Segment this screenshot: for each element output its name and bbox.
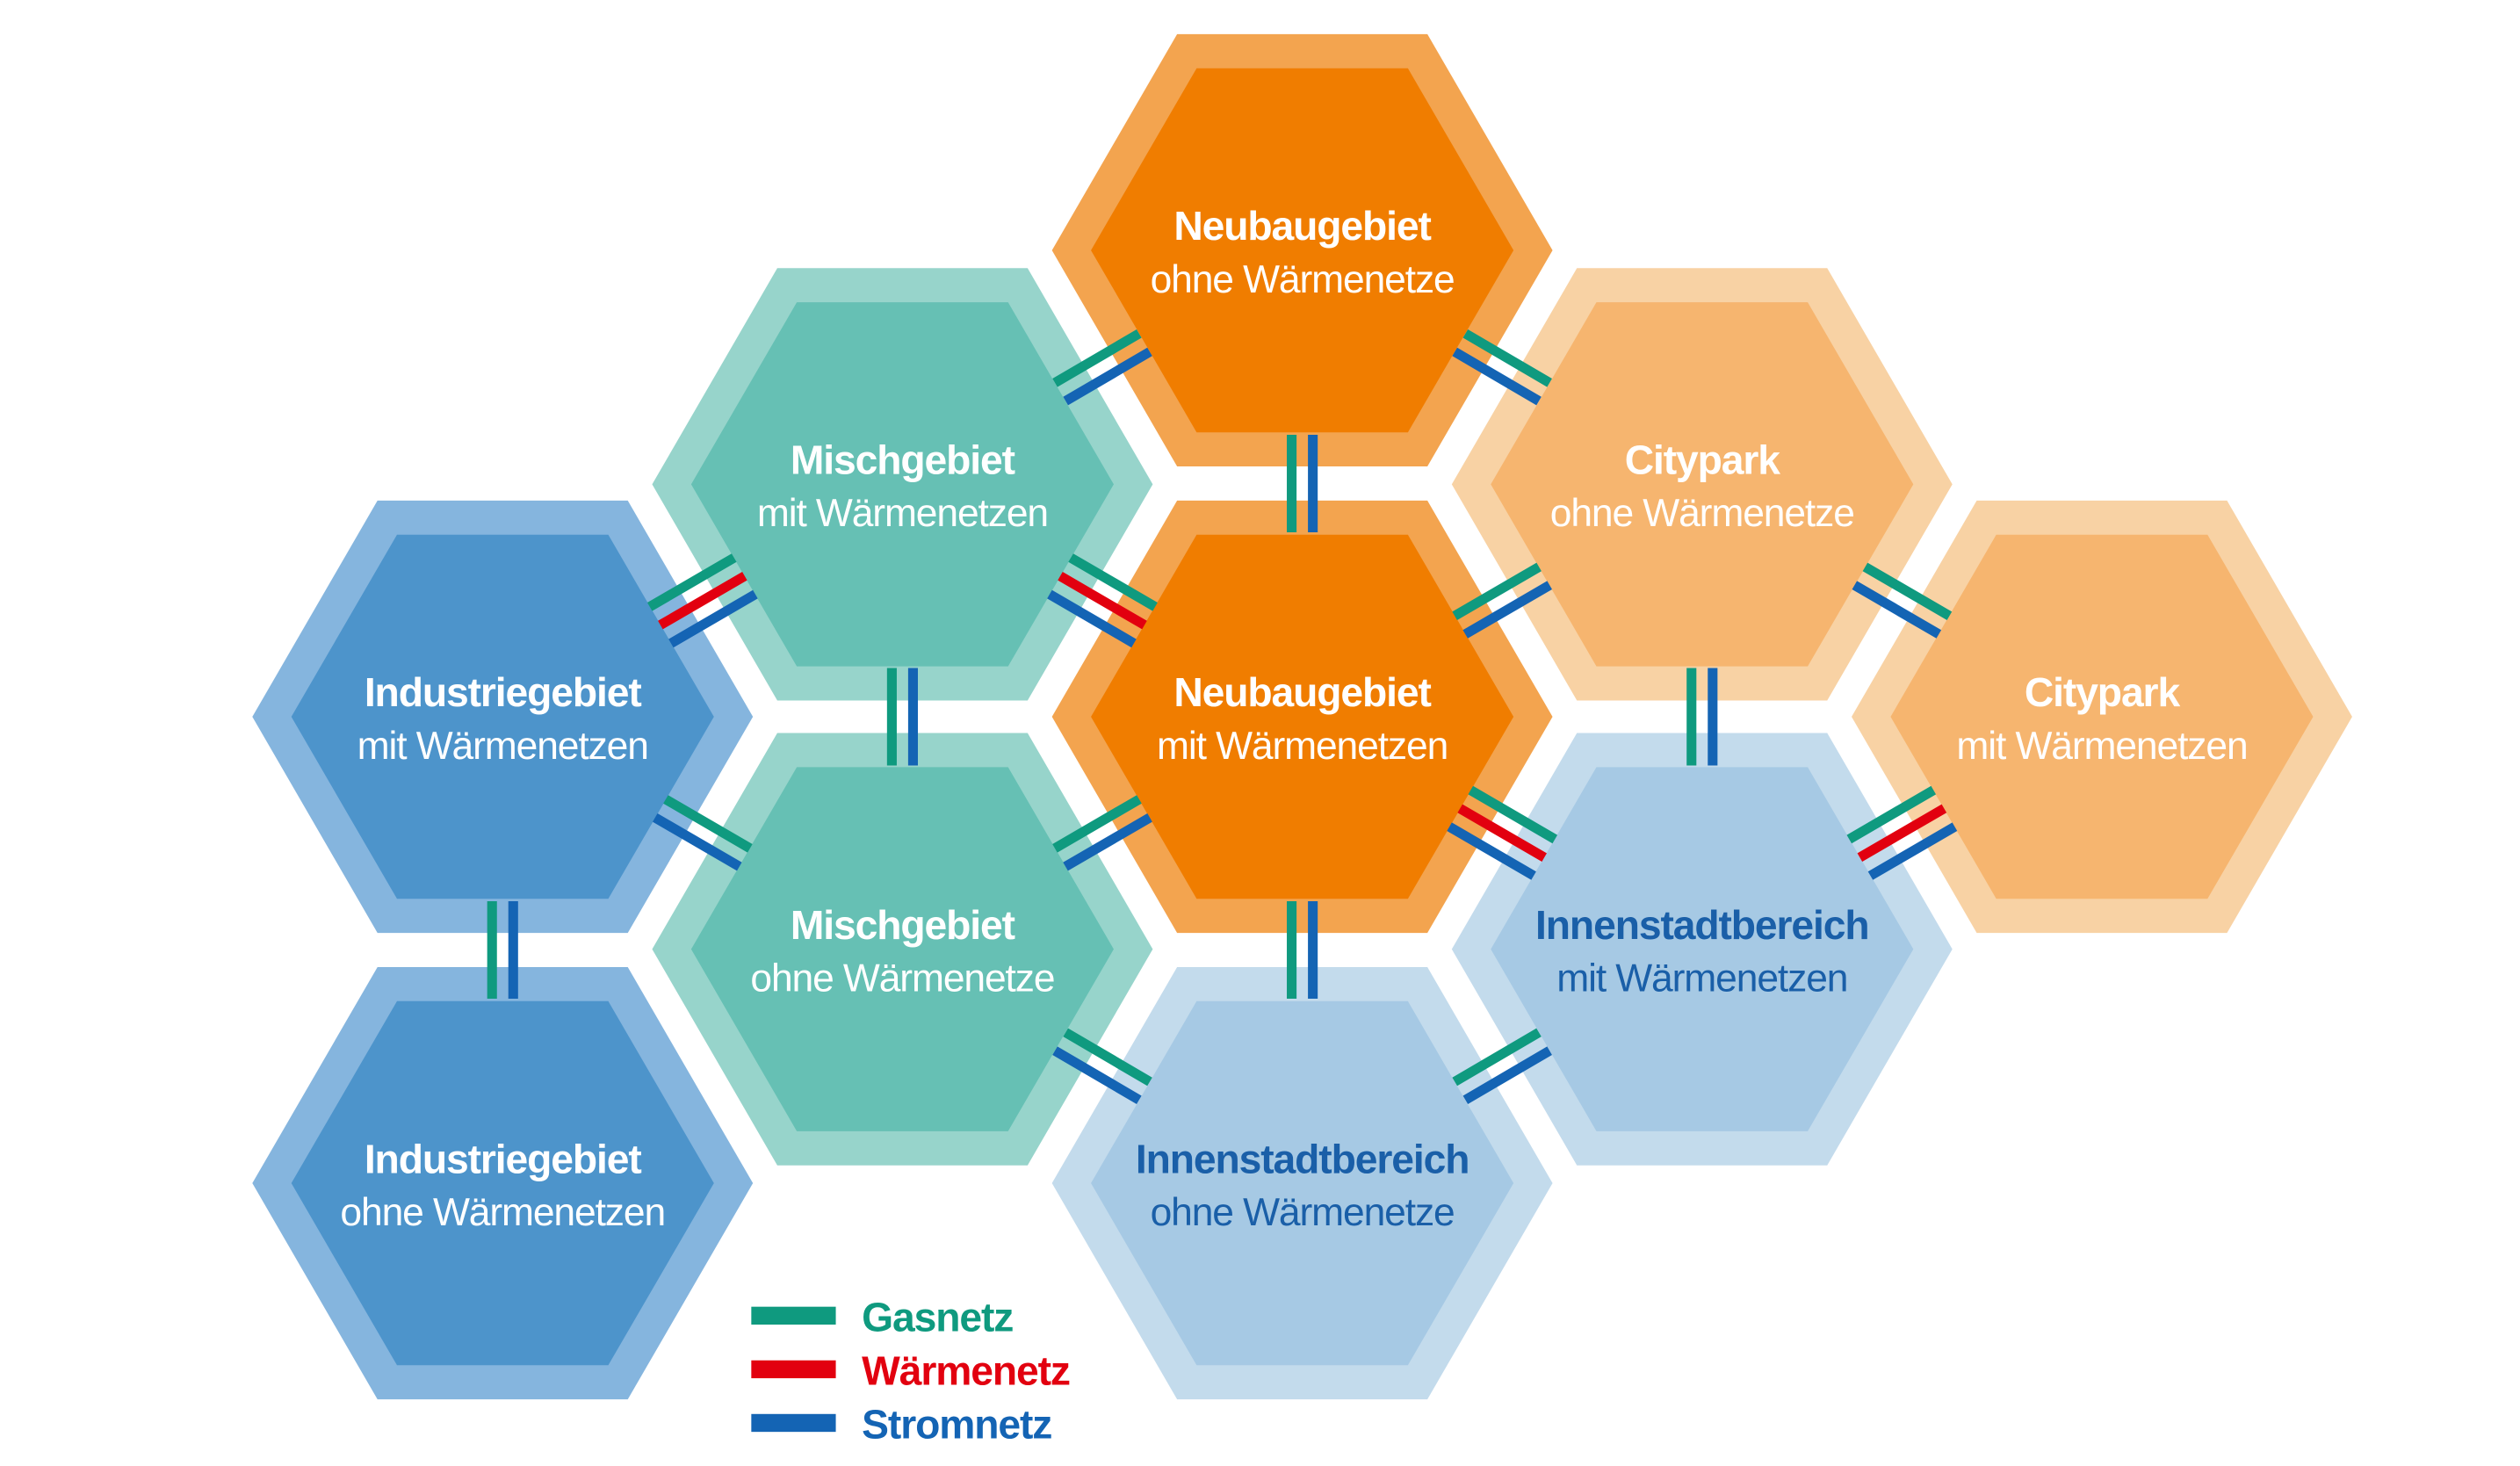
strom-line <box>1462 581 1553 639</box>
area-hexagons <box>252 33 2352 1400</box>
connection-innenstadt-mit-citypark-mit <box>1846 785 1958 880</box>
connection-misch-mit-neubau-ohne <box>1052 329 1152 406</box>
connection-misch-ohne-neubau-mit <box>1052 795 1152 871</box>
connection-misch-ohne-innenstadt-ohne <box>1052 1028 1152 1105</box>
gas-line <box>1052 329 1142 387</box>
strom-line <box>1447 822 1536 880</box>
area-subtitle: mit Wärmenetzen <box>757 492 1048 535</box>
hex-inner <box>1091 534 1514 899</box>
area-subtitle: mit Wärmenetzen <box>357 725 648 768</box>
strom-line <box>668 589 758 648</box>
gas-line <box>1468 785 1558 844</box>
legend: Gasnetz Wärmenetz Stromnetz <box>751 1294 1071 1448</box>
gas-line <box>646 553 737 611</box>
area-citypark-ohne <box>1451 268 1953 701</box>
hex-inner <box>291 1000 714 1366</box>
connection-citypark-ohne-innenstadt-mit <box>1686 668 1718 766</box>
connection-innenstadt-ohne-innenstadt-mit <box>1452 1028 1552 1105</box>
hex-inner <box>1491 767 1914 1131</box>
gas-line <box>1452 1028 1542 1087</box>
area-subtitle: mit Wärmenetzen <box>1556 957 1847 1000</box>
area-industrie-mit <box>252 500 754 934</box>
strom-line <box>1462 1046 1552 1105</box>
legend-label-gas: Gasnetz <box>862 1294 1013 1340</box>
legend-label-strom: Stromnetz <box>862 1402 1051 1448</box>
area-subtitle: mit Wärmenetzen <box>1157 725 1448 768</box>
strom-line <box>1452 347 1542 406</box>
connection-neubau-mit-innenstadt-ohne <box>1287 901 1318 1000</box>
strom-line <box>1852 581 1942 639</box>
strom-line <box>1052 1046 1142 1105</box>
gas-line <box>1063 1028 1152 1087</box>
connection-neubau-mit-citypark-ohne <box>1452 562 1553 639</box>
area-title: Citypark <box>1625 437 1781 483</box>
area-subtitle: ohne Wärmenetze <box>1151 1191 1455 1234</box>
legend-swatch-gas <box>751 1306 836 1325</box>
hex-inner <box>690 767 1114 1131</box>
hex-inner <box>1091 68 1514 433</box>
area-subtitle: ohne Wärmenetze <box>1151 258 1455 301</box>
area-title: Neubaugebiet <box>1173 203 1431 249</box>
area-neubau-mit <box>1051 500 1553 934</box>
connection-neubau-mit-innenstadt-mit <box>1447 785 1558 880</box>
strom-line <box>1047 589 1137 648</box>
area-misch-mit <box>652 268 1153 701</box>
strom-line <box>1063 812 1152 871</box>
area-title: Industriegebiet <box>365 669 642 715</box>
strom-line <box>1867 822 1958 880</box>
waerme-line <box>1857 804 1947 862</box>
area-title: Citypark <box>2025 669 2181 715</box>
area-subtitle: ohne Wärmenetzen <box>340 1191 665 1234</box>
area-title: Innenstadtbereich <box>1535 902 1868 948</box>
network-connections <box>487 329 1958 1105</box>
connection-citypark-ohne-citypark-mit <box>1852 562 1953 639</box>
area-neubau-ohne <box>1051 33 1553 467</box>
legend-swatch-waerme <box>751 1360 836 1379</box>
area-title: Mischgebiet <box>791 902 1015 948</box>
connection-industrie-mit-industrie-ohne <box>487 901 518 1000</box>
gas-line <box>1052 795 1142 853</box>
strom-line <box>653 812 742 871</box>
connection-industrie-mit-misch-mit <box>646 553 758 648</box>
connection-neubau-ohne-citypark-ohne <box>1452 329 1552 406</box>
waerme-line <box>658 572 747 630</box>
waerme-line <box>1058 572 1147 630</box>
area-title: Mischgebiet <box>791 437 1015 483</box>
gas-line <box>1068 553 1158 611</box>
area-subtitle: ohne Wärmenetze <box>1550 492 1854 535</box>
area-subtitle: mit Wärmenetzen <box>1956 725 2247 768</box>
hex-inner <box>1890 534 2314 899</box>
strom-line <box>1063 347 1152 406</box>
connection-neubau-ohne-neubau-mit <box>1287 434 1318 532</box>
area-industrie-ohne <box>252 966 754 1400</box>
area-subtitle: ohne Wärmenetze <box>750 957 1054 1000</box>
gas-line <box>1846 785 1937 844</box>
hex-inner <box>291 534 714 899</box>
hex-inner <box>1091 1000 1514 1366</box>
connection-misch-mit-misch-ohne <box>886 668 919 766</box>
area-title: Neubaugebiet <box>1173 669 1431 715</box>
area-citypark-mit <box>1852 500 2352 934</box>
area-title: Innenstadtbereich <box>1136 1136 1469 1181</box>
legend-swatch-strom <box>751 1413 836 1433</box>
area-misch-ohne <box>652 733 1153 1166</box>
area-innenstadt-ohne <box>1051 966 1553 1400</box>
area-innenstadt-mit <box>1451 733 1953 1166</box>
gas-line <box>1862 562 1953 620</box>
connection-misch-mit-neubau-mit <box>1047 553 1158 648</box>
legend-label-waerme: Wärmenetz <box>862 1347 1070 1393</box>
area-title: Industriegebiet <box>365 1136 642 1181</box>
hex-inner <box>690 302 1114 667</box>
gas-line <box>1452 562 1542 620</box>
gas-line <box>1462 329 1552 387</box>
hex-inner <box>1491 302 1914 667</box>
waerme-line <box>1457 804 1547 862</box>
connection-industrie-mit-misch-ohne <box>653 795 753 871</box>
gas-line <box>663 795 753 853</box>
